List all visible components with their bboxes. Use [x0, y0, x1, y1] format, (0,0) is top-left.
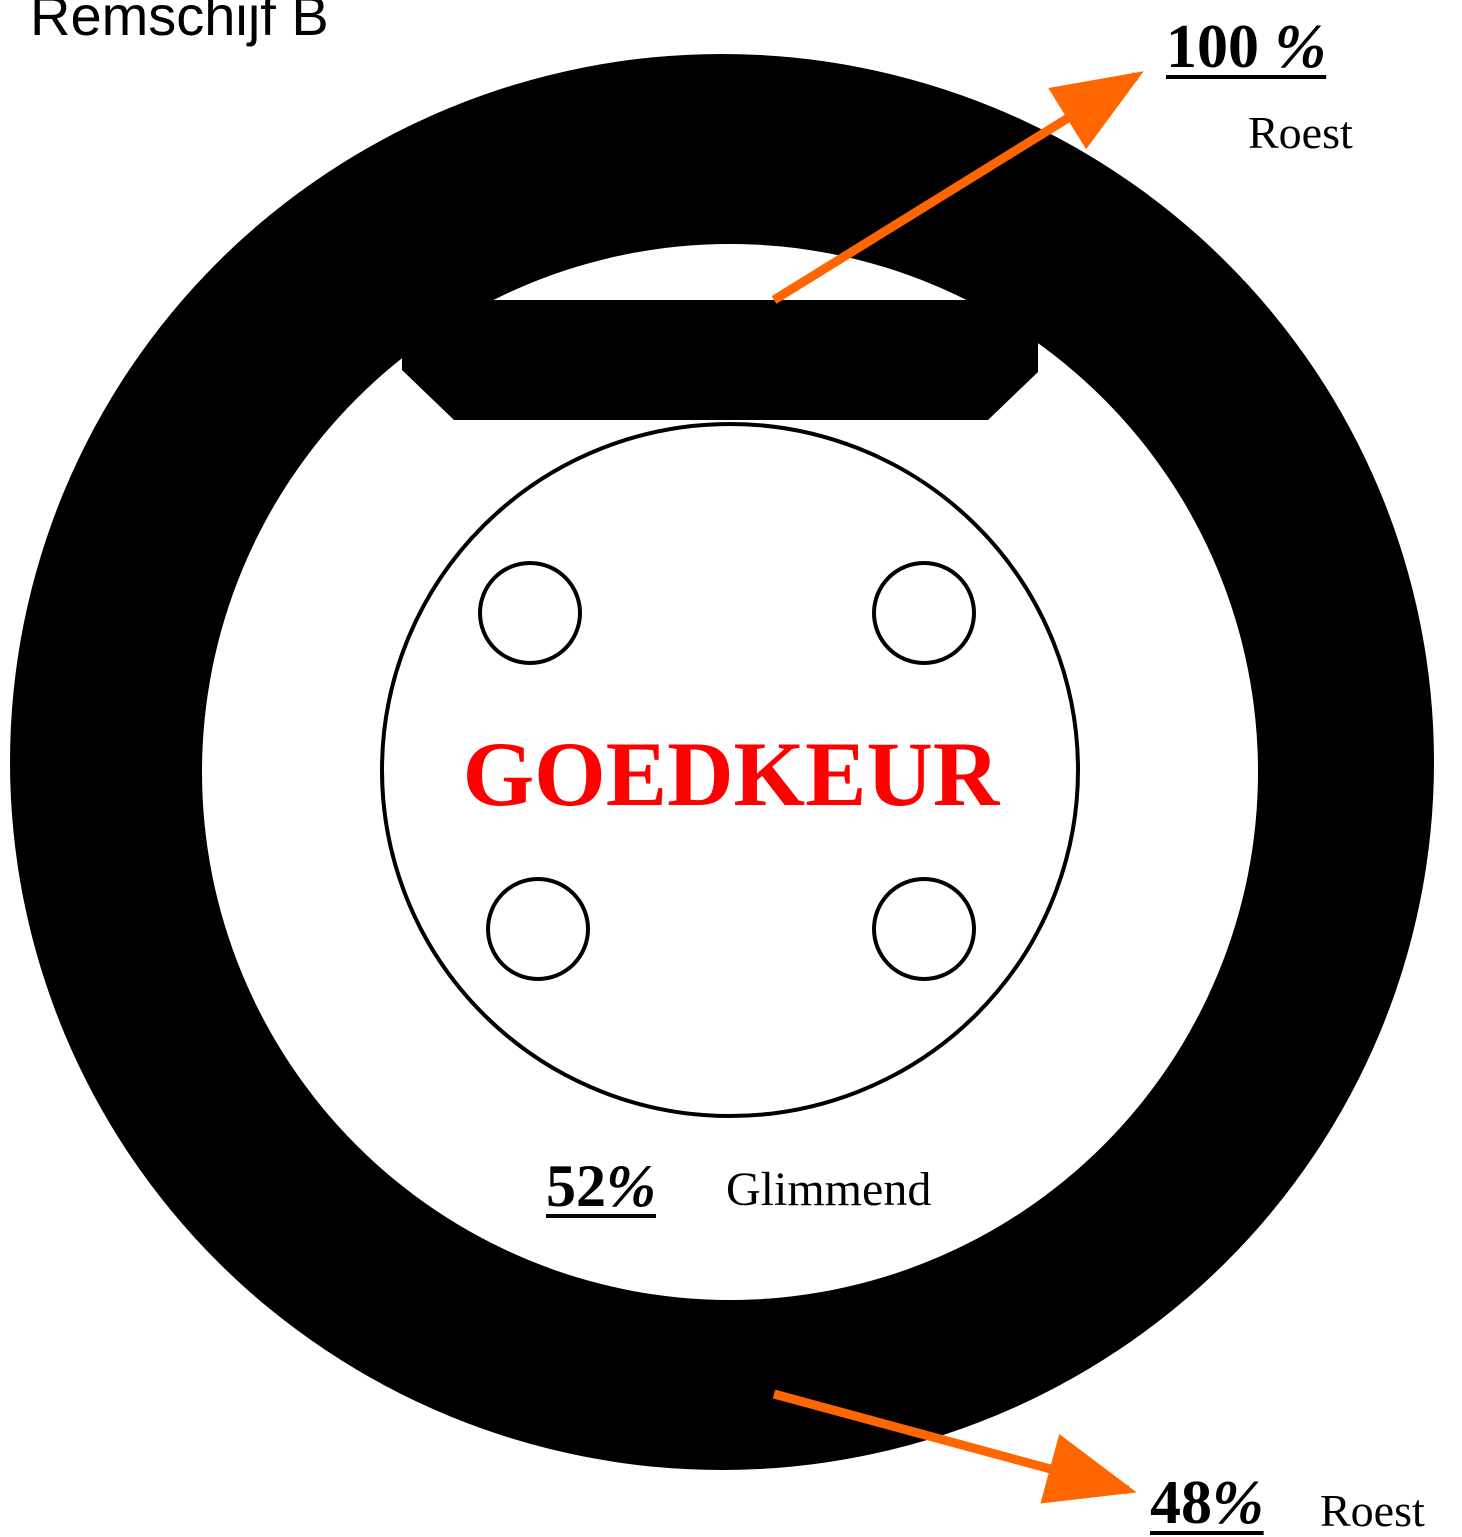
- bottom-rust-percent-number: 48: [1150, 1469, 1212, 1537]
- top-rust-percent-sign: %: [1259, 13, 1327, 81]
- brake-pad-shape: [402, 300, 1038, 420]
- top-rust-percent-number: 100: [1166, 13, 1259, 81]
- verdict-label: GOEDKEUR: [462, 723, 1000, 825]
- bolt-hole-top-right: [872, 561, 976, 665]
- bottom-rust-percentage: 48%: [1150, 1472, 1264, 1534]
- shiny-label: Glimmend: [726, 1163, 932, 1216]
- top-arrow: [771, 71, 1144, 304]
- diagram-title: Remschijf B: [30, 0, 329, 47]
- bolt-hole-top-left: [478, 561, 582, 665]
- bolt-hole-bottom-left: [486, 877, 590, 981]
- bolt-hole-bottom-right: [872, 877, 976, 981]
- bottom-rust-label: Roest: [1320, 1485, 1425, 1536]
- shiny-percent-number: 52: [546, 1153, 606, 1219]
- top-rust-label: Roest: [1248, 107, 1353, 158]
- top-rust-percentage: 100 %: [1166, 16, 1326, 78]
- shiny-percentage: 52%: [546, 1156, 656, 1216]
- shiny-percent-sign: %: [606, 1153, 656, 1219]
- bottom-rust-percent-sign: %: [1212, 1469, 1264, 1537]
- bottom-arrow: [772, 1389, 1137, 1504]
